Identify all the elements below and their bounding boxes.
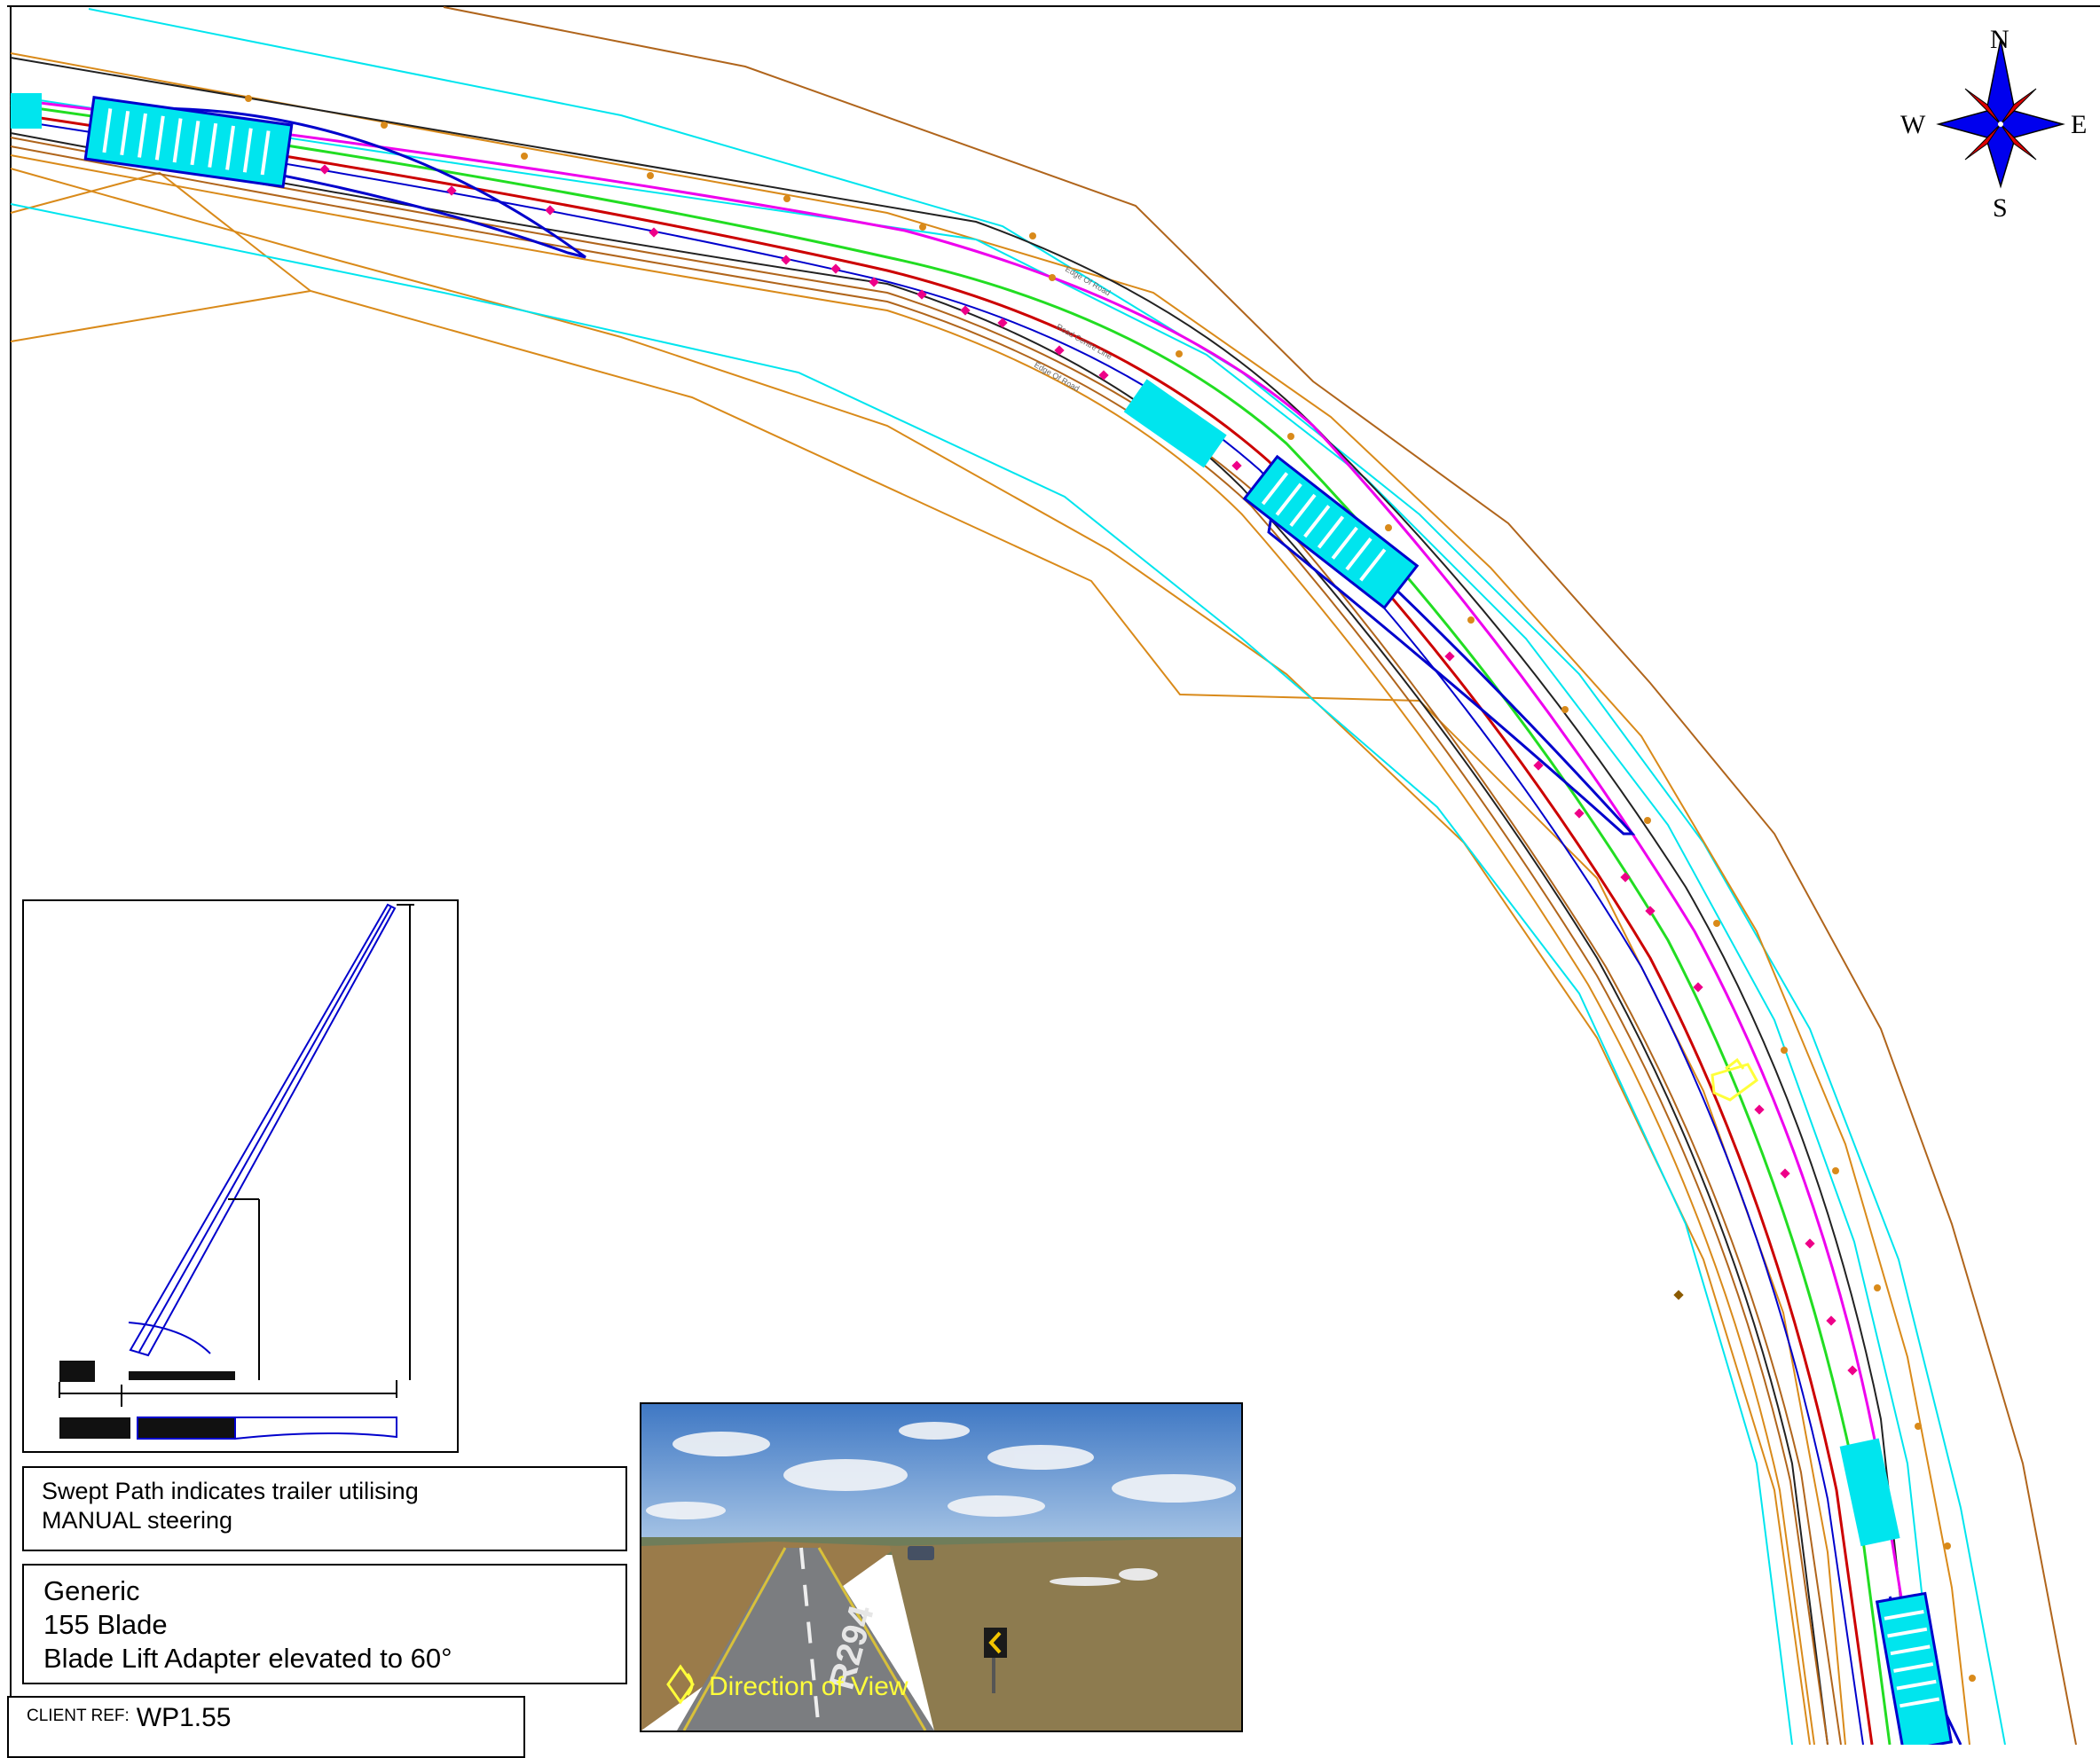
swept-path-note: Swept Path indicates trailer utilising M… (22, 1466, 627, 1551)
compass-east-label: E (2071, 110, 2088, 139)
swept-path-line-1: Swept Path indicates trailer utilising (42, 1478, 419, 1504)
client-ref-box: CLIENT REF: WP1.55 (7, 1696, 525, 1758)
blade-dimensions (59, 904, 414, 1407)
compass-south-label: S (1993, 193, 2008, 223)
view-marker-icon (1711, 1057, 1758, 1102)
blade-outline (128, 903, 397, 1357)
blade-trailer-plan (137, 1417, 236, 1440)
survey-points (319, 164, 1858, 1376)
blade-trailer-side (129, 1371, 235, 1380)
trailer-blade-2 (1123, 379, 1420, 610)
blade-elevation-diagram (22, 899, 459, 1453)
direction-of-view-label: Direction of View (709, 1672, 908, 1701)
compass-west-label: W (1900, 110, 1926, 139)
orange-markers (245, 95, 1976, 1682)
client-ref-label: CLIENT REF: (27, 1707, 130, 1725)
swept-path-line-2: MANUAL steering (42, 1507, 233, 1534)
street-view-photo: R294 Direction of View (640, 1402, 1243, 1732)
trailer-blade-3 (1839, 1438, 1954, 1745)
blade-plan-outline (234, 1417, 397, 1440)
blade-tractor-plan (59, 1417, 130, 1439)
vehicle-note: Generic 155 Blade Blade Lift Adapter ele… (22, 1564, 627, 1684)
vehicle-line-1: Generic (43, 1575, 140, 1606)
compass-north-label: N (1990, 25, 2010, 54)
blade-tractor-side (59, 1361, 95, 1382)
vehicle-line-2: 155 Blade (43, 1609, 168, 1640)
label-edge-of-road-2: Edge Of Road (1033, 360, 1081, 393)
chevron-sign-icon (984, 1628, 1007, 1658)
swept-tracks (10, 98, 1927, 1745)
survey-lines (10, 6, 2077, 1745)
client-ref-value: WP1.55 (136, 1703, 232, 1732)
vehicle-line-3: Blade Lift Adapter elevated to 60° (43, 1643, 452, 1674)
north-arrow-icon (1936, 39, 2065, 189)
car-icon (908, 1546, 934, 1560)
direction-of-view-icon (666, 1664, 695, 1705)
trailer-blade-1 (11, 93, 294, 189)
